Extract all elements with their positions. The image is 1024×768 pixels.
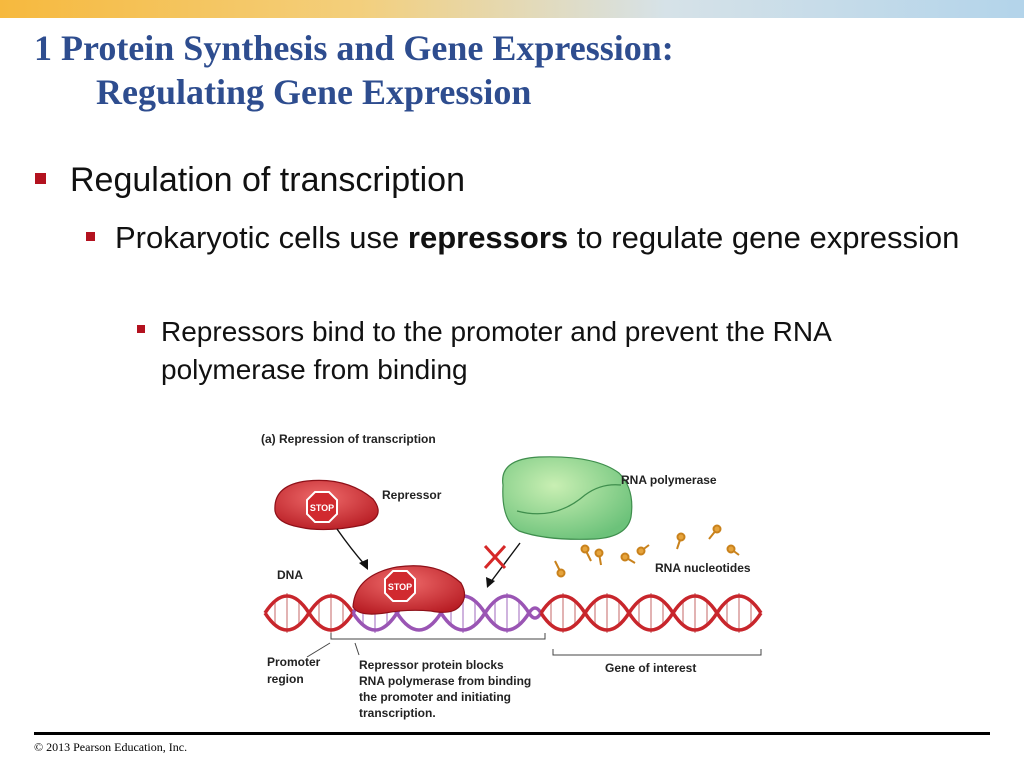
top-gradient-bar [0, 0, 1024, 18]
rna-polymerase-enzyme [502, 456, 633, 540]
dna-strand-a-gene [539, 594, 763, 632]
blocks-caption-line-1: Repressor protein blocks [359, 658, 504, 672]
bullet-level-3: Repressors bind to the promoter and prev… [161, 316, 831, 385]
polymerase-arrowhead [486, 577, 495, 588]
dna-base-pairs-gene [550, 593, 752, 633]
blocks-caption-line-4: transcription. [359, 706, 436, 720]
repressor-label: Repressor [382, 488, 442, 502]
figure-caption: (a) Repression of transcription [261, 432, 436, 446]
blocks-caption-line-2: RNA polymerase from binding [359, 674, 531, 688]
dna-label: DNA [277, 568, 303, 582]
slide-title: 1 Protein Synthesis and Gene Expression:… [34, 26, 994, 114]
repression-diagram: (a) Repression of transcription STOP Rep… [261, 432, 763, 720]
rna-nucleotides-label: RNA nucleotides [655, 561, 751, 575]
promoter-bracket [330, 633, 546, 640]
bullet-marker-1 [35, 173, 46, 184]
repressor-arrowhead [359, 559, 368, 570]
promoter-label-line-2: region [267, 672, 304, 686]
stop-sign-icon: STOP [306, 491, 338, 523]
rna-polymerase-label: RNA polymerase [621, 473, 717, 487]
bullet-level-2-pre: Prokaryotic cells use [115, 220, 408, 255]
copyright-footer: © 2013 Pearson Education, Inc. [34, 740, 188, 754]
rna-polymerase-groove [516, 484, 622, 515]
dna-strand-b-promoter [351, 594, 543, 632]
bound-stop-sign-icon: STOP [384, 570, 416, 602]
blocks-caption-line-3: the promoter and initiating [359, 690, 511, 704]
dna-double-helix [263, 593, 763, 633]
dna-strand-b-left [263, 594, 355, 632]
title-line-2: Regulating Gene Expression [96, 72, 532, 112]
repressor-arrow [336, 528, 366, 566]
blocked-x-icon [483, 544, 507, 570]
gene-label: Gene of interest [605, 661, 696, 675]
dna-strand-b-gene [539, 594, 763, 632]
repression-figure: (a) Repression of transcription STOP Rep… [255, 425, 775, 725]
promoter-pointer-line [306, 642, 331, 658]
dna-base-pairs-left [274, 593, 344, 633]
gene-bracket [552, 649, 762, 656]
bullet-level-2-bold: repressors [407, 220, 569, 255]
footer-rule [34, 732, 990, 735]
title-line-1: 1 Protein Synthesis and Gene Expression: [34, 28, 674, 68]
bullet-level-2-post: to regulate gene expression [568, 220, 960, 255]
bullet-marker-3 [137, 325, 145, 333]
rna-nucleotides-icon [554, 524, 740, 578]
bullet-level-2: Prokaryotic cells use repressors to regu… [115, 218, 975, 258]
promoter-label-line-1: Promoter [267, 655, 321, 669]
bullet-level-1: Regulation of transcription [70, 161, 466, 199]
blocks-pointer-line [354, 642, 360, 656]
bound-stop-sign-label: STOP [388, 582, 412, 592]
bullet-marker-2 [86, 232, 95, 241]
polymerase-arrow [489, 542, 521, 584]
stop-sign-label: STOP [310, 503, 334, 513]
